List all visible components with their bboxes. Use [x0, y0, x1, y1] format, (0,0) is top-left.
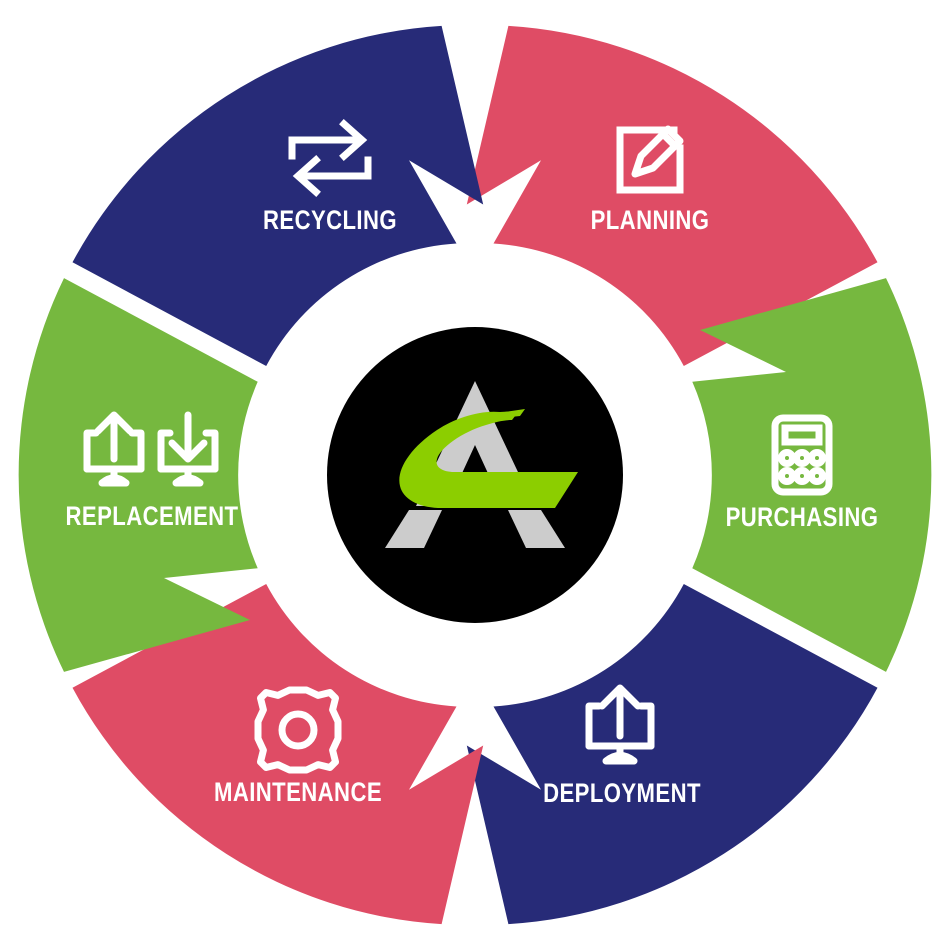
gear-icon — [254, 686, 342, 774]
segment-maintenance[interactable]: MAINTENANCE — [72, 584, 484, 925]
segment-deployment[interactable]: DEPLOYMENT — [466, 584, 878, 925]
repeat-arrows-icon — [288, 119, 372, 197]
segment-purchasing[interactable]: PURCHASING — [692, 278, 932, 672]
segment-recycling[interactable]: RECYCLING — [72, 25, 484, 367]
segment-maintenance-shape[interactable] — [72, 584, 484, 925]
segment-replacement-shape[interactable] — [18, 278, 258, 672]
segment-recycling-shape[interactable] — [72, 25, 484, 367]
segment-recycling-label: RECYCLING — [263, 206, 397, 236]
segment-planning-shape[interactable] — [466, 25, 878, 367]
center-logo[interactable] — [327, 327, 623, 623]
segment-deployment-shape[interactable] — [466, 584, 878, 925]
segment-maintenance-label: MAINTENANCE — [214, 778, 382, 808]
segment-planning-label: PLANNING — [591, 206, 710, 236]
segment-deployment-label: DEPLOYMENT — [543, 779, 701, 809]
monitor-swap-icon — [83, 411, 219, 487]
segment-planning[interactable]: PLANNING — [466, 25, 878, 367]
segment-purchasing-label: PURCHASING — [726, 503, 879, 533]
calculator-icon — [771, 414, 833, 496]
pencil-square-icon — [616, 125, 684, 194]
logo-swoosh — [399, 409, 578, 508]
monitor-upload-icon — [585, 684, 655, 765]
segment-replacement[interactable]: REPLACEMENT — [18, 278, 258, 672]
segment-replacement-label: REPLACEMENT — [66, 502, 239, 532]
